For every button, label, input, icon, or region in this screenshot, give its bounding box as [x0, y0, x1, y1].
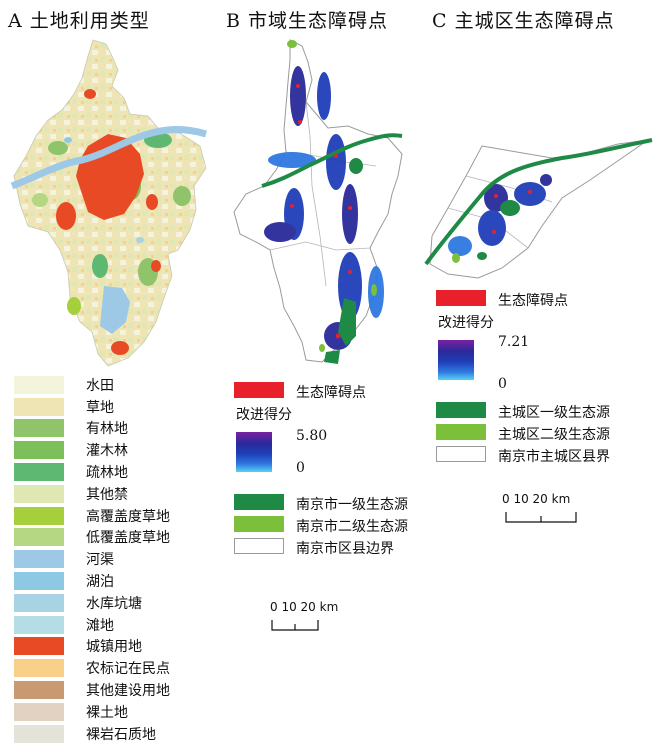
- land-use-label: 草地: [86, 399, 114, 416]
- obstacle-points: [290, 84, 352, 339]
- primary-source-yangtze: [261, 133, 403, 188]
- land-use-label: 裸土地: [86, 704, 128, 721]
- land-use-legend-item: 城镇用地: [14, 636, 214, 658]
- legend-b-obstacle-label: 生态障碍点: [296, 385, 366, 401]
- land-use-swatch: [14, 484, 64, 503]
- legend-c-score-title: 改进得分: [438, 315, 494, 331]
- main-city-boundary: [429, 139, 649, 279]
- legend-b-score-min: 0: [296, 460, 305, 476]
- legend-c-source2-swatch: [436, 424, 486, 440]
- land-use-swatch: [14, 637, 64, 656]
- panel-c-title: C 主城区生态障碍点: [432, 10, 615, 32]
- land-use-label: 河渠: [86, 552, 114, 569]
- land-use-swatch: [14, 724, 64, 743]
- land-use-swatch: [14, 659, 64, 678]
- obstacle-points: [492, 190, 532, 234]
- land-use-swatch: [14, 550, 64, 569]
- land-use-swatch: [14, 593, 64, 612]
- legend-b-score-ramp: [236, 432, 272, 472]
- panel-b-title: B 市域生态障碍点: [226, 10, 389, 32]
- main-city-obstacle-map: [424, 138, 653, 279]
- legend-b-scale-bar: [271, 620, 319, 631]
- land-use-legend-item: 湖泊: [14, 570, 214, 592]
- land-use-legend-item: 水田: [14, 374, 214, 396]
- land-use-swatch: [14, 528, 64, 547]
- legend-c-scale-label: 0 10 20 km: [502, 492, 571, 506]
- land-use-legend-item: 其他建设用地: [14, 679, 214, 701]
- land-use-label: 城镇用地: [86, 639, 142, 656]
- land-use-swatch: [14, 572, 64, 591]
- land-use-legend-item: 疏林地: [14, 461, 214, 483]
- legend-c-score-ramp: [438, 340, 474, 380]
- land-use-legend-item: 灌木林: [14, 439, 214, 461]
- land-use-label: 灌木林: [86, 443, 128, 460]
- land-use-label: 疏林地: [86, 465, 128, 482]
- land-use-swatch: [14, 615, 64, 634]
- land-use-swatch: [14, 419, 64, 438]
- land-use-label: 其他建设用地: [86, 683, 170, 700]
- land-use-swatch: [14, 681, 64, 700]
- shijiu-lake: [100, 286, 130, 334]
- land-use-swatch: [14, 441, 64, 460]
- land-use-legend-item: 低覆盖度草地: [14, 527, 214, 549]
- land-use-legend-item: 其他禁: [14, 483, 214, 505]
- legend-b-source1-label: 南京市一级生态源: [296, 497, 408, 513]
- legend-c-source2-label: 主城区二级生态源: [498, 427, 610, 443]
- land-use-legend-item: 草地: [14, 396, 214, 418]
- land-use-legend-item: 滩地: [14, 614, 214, 636]
- land-use-label: 其他禁: [86, 486, 128, 503]
- legend-c-obstacle-label: 生态障碍点: [498, 293, 568, 309]
- legend-b-obstacle-swatch: [234, 382, 284, 398]
- land-use-legend: 水田草地有林地灌木林疏林地其他禁高覆盖度草地低覆盖度草地河渠湖泊水库坑塘滩地城镇…: [14, 374, 214, 745]
- improvement-score-surface: [264, 66, 384, 350]
- land-use-legend-item: 裸岩石质地: [14, 723, 214, 745]
- land-use-swatch: [14, 397, 64, 416]
- land-use-label: 水库坑塘: [86, 595, 142, 612]
- land-use-label: 滩地: [86, 617, 114, 634]
- legend-c-source1-label: 主城区一级生态源: [498, 405, 610, 421]
- land-use-legend-item: 农标记在民点: [14, 657, 214, 679]
- legend-c-obstacle-swatch: [436, 290, 486, 306]
- legend-c-source1-swatch: [436, 402, 486, 418]
- legend-b-scale-label: 0 10 20 km: [270, 600, 339, 614]
- legend-c-score-min: 0: [498, 376, 507, 392]
- land-use-label: 湖泊: [86, 574, 114, 591]
- legend-b-boundary-swatch: [234, 538, 284, 554]
- land-use-swatch: [14, 463, 64, 482]
- land-use-legend-item: 有林地: [14, 418, 214, 440]
- panel-a-title: A 土地利用类型: [8, 10, 150, 32]
- land-use-swatch: [14, 506, 64, 525]
- legend-c-boundary-label: 南京市主城区县界: [498, 449, 610, 465]
- legend-c-score-max: 7.21: [498, 334, 530, 350]
- primary-source-patch: [338, 298, 356, 346]
- legend-b-score-title: 改进得分: [236, 407, 292, 423]
- land-use-legend-item: 裸土地: [14, 701, 214, 723]
- land-use-legend-item: 高覆盖度草地: [14, 505, 214, 527]
- land-use-swatch: [14, 702, 64, 721]
- legend-b-source1-swatch: [234, 494, 284, 510]
- legend-c-boundary-swatch: [436, 446, 486, 462]
- land-use-legend-item: 水库坑塘: [14, 592, 214, 614]
- legend-c-scale-bar: [505, 512, 577, 523]
- legend-b-source2-label: 南京市二级生态源: [296, 519, 408, 535]
- land-use-label: 有林地: [86, 421, 128, 438]
- land-use-label: 裸岩石质地: [86, 726, 156, 743]
- legend-b-score-max: 5.80: [296, 428, 328, 444]
- land-use-label: 高覆盖度草地: [86, 508, 170, 525]
- municipal-obstacle-map: [233, 39, 403, 364]
- land-use-label: 低覆盖度草地: [86, 530, 170, 547]
- land-use-label: 农标记在民点: [86, 661, 170, 678]
- legend-b-source2-swatch: [234, 516, 284, 532]
- primary-source-yangtze: [424, 138, 653, 266]
- land-use-swatch: [14, 375, 64, 394]
- yangtze-river: [10, 126, 208, 190]
- land-use-legend-item: 河渠: [14, 548, 214, 570]
- land-use-map: [10, 39, 208, 367]
- legend-b-boundary-label: 南京市区县边界: [296, 541, 394, 557]
- land-use-label: 水田: [86, 377, 114, 394]
